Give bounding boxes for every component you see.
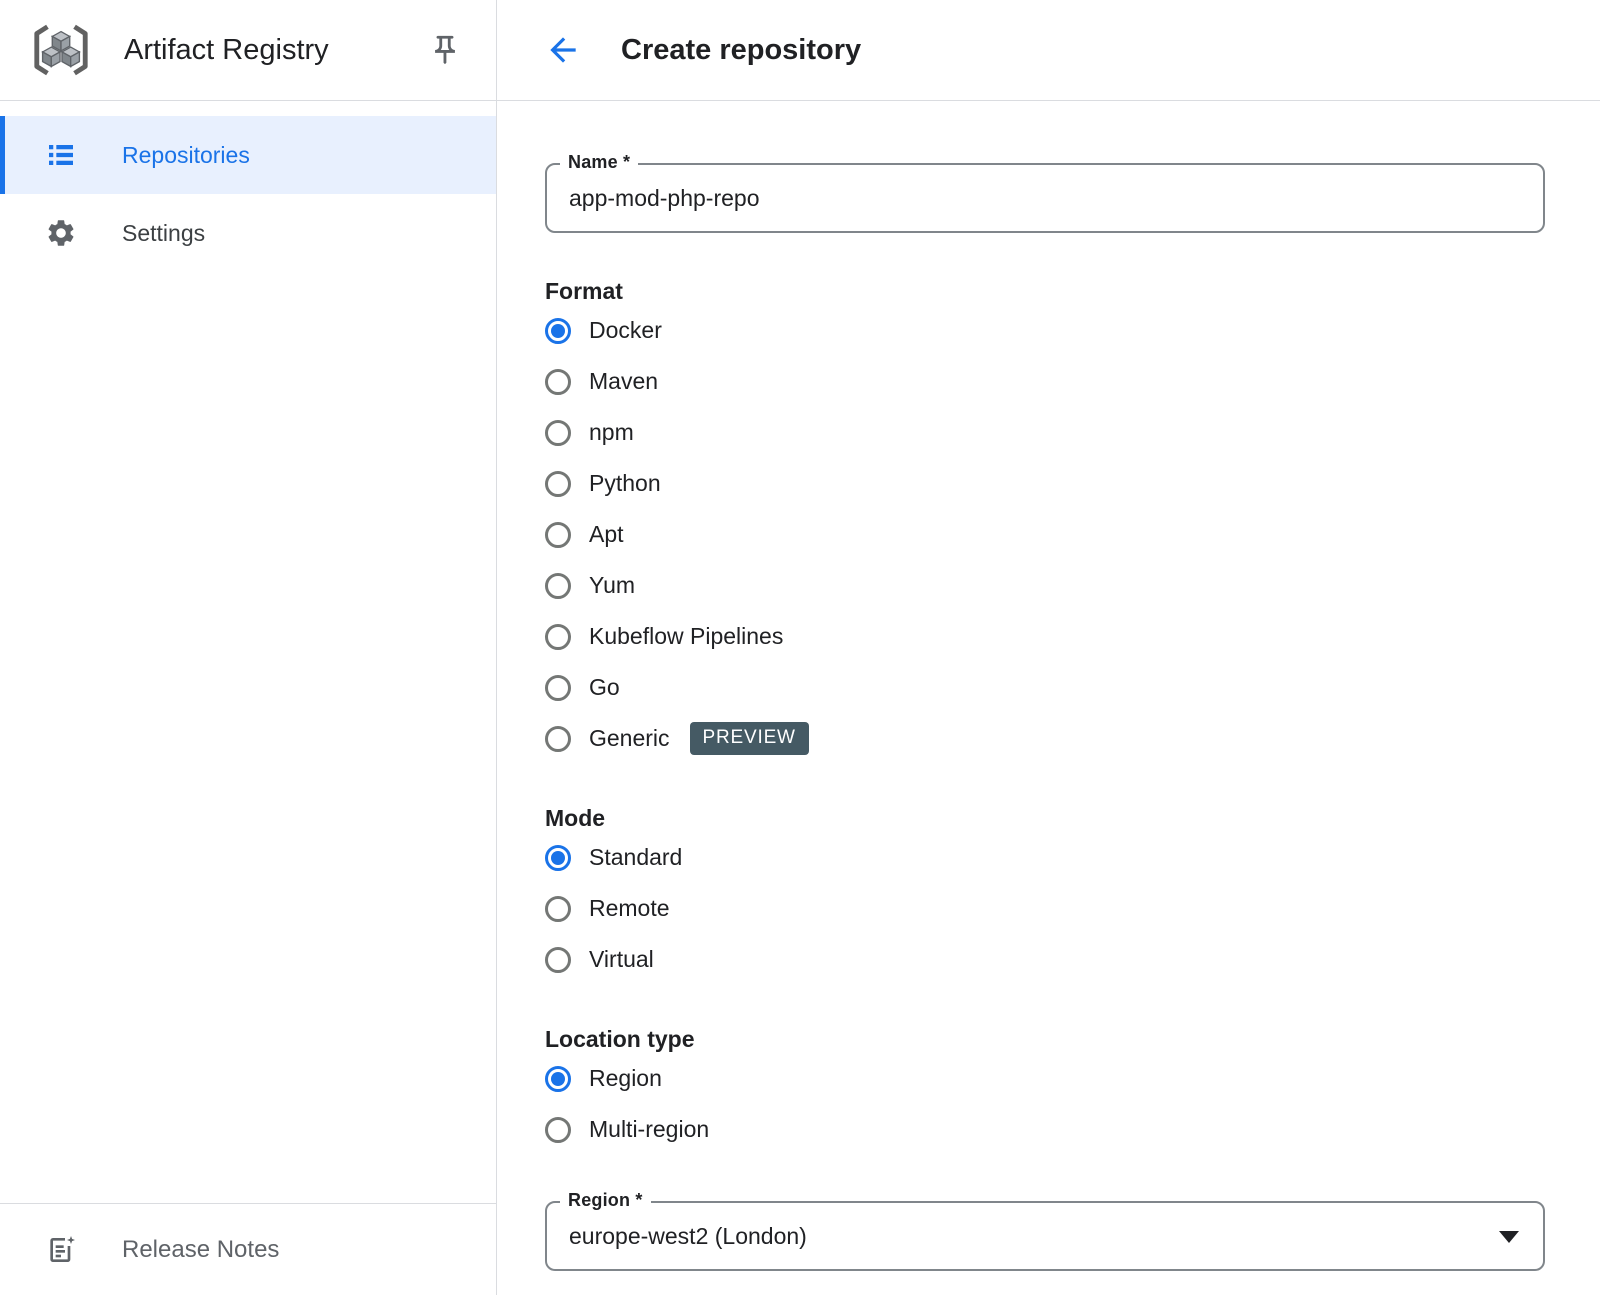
release-notes-icon: [45, 1234, 77, 1266]
sidebar-title: Artifact Registry: [124, 33, 329, 66]
radio-button[interactable]: [545, 1116, 571, 1143]
radio-button[interactable]: [545, 623, 571, 650]
format-option-npm[interactable]: npm: [545, 407, 1545, 458]
region-select-value: europe-west2 (London): [569, 1222, 807, 1249]
format-option-apt[interactable]: Apt: [545, 509, 1545, 560]
format-section-label: Format: [545, 278, 623, 304]
artifact-registry-logo-icon: [30, 22, 92, 78]
sidebar-item-label: Release Notes: [122, 1235, 280, 1263]
sidebar-item-label: Repositories: [122, 141, 250, 168]
mode-section-label: Mode: [545, 805, 606, 831]
dropdown-arrow-icon: [1499, 1231, 1519, 1243]
location-type-section-label: Location type: [545, 1026, 695, 1052]
region-select[interactable]: Region * europe-west2 (London): [545, 1190, 1545, 1271]
format-option-kubeflow-pipelines[interactable]: Kubeflow Pipelines: [545, 611, 1545, 662]
sidebar-header: Artifact Registry: [0, 0, 496, 101]
radio-button[interactable]: [545, 844, 571, 871]
region-select-label: Region *: [560, 1190, 651, 1211]
location-option-multi-region[interactable]: Multi-region: [545, 1104, 1545, 1155]
radio-button[interactable]: [545, 317, 571, 344]
radio-button[interactable]: [545, 674, 571, 701]
radio-button[interactable]: [545, 1065, 571, 1092]
page-title: Create repository: [621, 33, 862, 66]
format-option-generic[interactable]: Generic PREVIEW: [545, 713, 1545, 764]
mode-section: Mode Standard Remote Virtual: [545, 804, 1545, 985]
preview-badge: PREVIEW: [689, 722, 809, 755]
name-field-label: Name *: [560, 152, 639, 173]
location-type-radio-group: Region Multi-region: [545, 1053, 1545, 1155]
radio-button[interactable]: [545, 419, 571, 446]
sidebar-item-settings[interactable]: Settings: [0, 194, 496, 272]
name-field[interactable]: Name * app-mod-php-repo: [545, 152, 1545, 233]
radio-button[interactable]: [545, 521, 571, 548]
name-field-value: app-mod-php-repo: [569, 184, 760, 211]
radio-button[interactable]: [545, 368, 571, 395]
main-panel: Create repository Name * app-mod-php-rep…: [497, 0, 1600, 1295]
radio-button[interactable]: [545, 946, 571, 973]
location-option-region[interactable]: Region: [545, 1053, 1545, 1104]
create-repository-form: Name * app-mod-php-repo Format Docker Ma…: [497, 101, 1600, 1271]
list-icon: [45, 139, 77, 171]
format-option-maven[interactable]: Maven: [545, 356, 1545, 407]
gear-icon: [45, 217, 77, 249]
mode-radio-group: Standard Remote Virtual: [545, 832, 1545, 985]
format-radio-group: Docker Maven npm Python: [545, 305, 1545, 764]
sidebar-footer: Release Notes: [0, 1203, 496, 1295]
sidebar-item-repositories[interactable]: Repositories: [0, 116, 496, 194]
format-option-docker[interactable]: Docker: [545, 305, 1545, 356]
format-section: Format Docker Maven npm: [545, 277, 1545, 764]
radio-button[interactable]: [545, 725, 571, 752]
sidebar-item-label: Settings: [122, 219, 206, 246]
location-type-section: Location type Region Multi-region: [545, 1025, 1545, 1155]
radio-button[interactable]: [545, 470, 571, 497]
sidebar: Artifact Registry Re: [0, 0, 497, 1295]
mode-option-standard[interactable]: Standard: [545, 832, 1545, 883]
mode-option-virtual[interactable]: Virtual: [545, 934, 1545, 985]
sidebar-nav: Repositories Settings: [0, 101, 496, 272]
sidebar-item-release-notes[interactable]: Release Notes: [0, 1204, 496, 1295]
radio-button[interactable]: [545, 895, 571, 922]
format-option-python[interactable]: Python: [545, 458, 1545, 509]
format-option-yum[interactable]: Yum: [545, 560, 1545, 611]
radio-button[interactable]: [545, 572, 571, 599]
mode-option-remote[interactable]: Remote: [545, 883, 1545, 934]
page-header: Create repository: [497, 0, 1600, 101]
format-option-go[interactable]: Go: [545, 662, 1545, 713]
pin-icon[interactable]: [428, 33, 462, 67]
arrow-back-icon[interactable]: [544, 31, 582, 69]
